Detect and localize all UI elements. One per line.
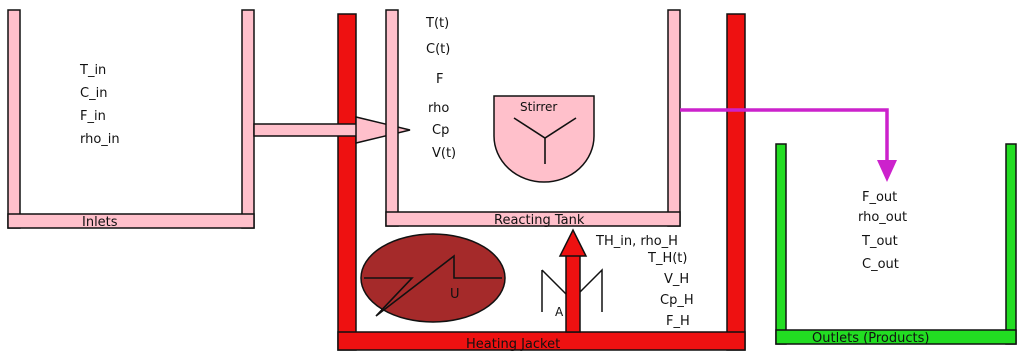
- outlet-tank-right-wall: [1005, 143, 1017, 345]
- inlet-tank-label: Inlets: [82, 215, 118, 230]
- reactor-bottom: [385, 211, 681, 227]
- heater-label: U: [450, 287, 460, 302]
- reacting-tank: Reacting Tank T(t) C(t) F rho Cp V(t): [385, 9, 681, 228]
- jacket-label: Heating Jacket: [466, 337, 560, 352]
- heat-flow-arrow-shaft: [565, 251, 581, 333]
- inlet-flow-arrow-icon: [355, 116, 411, 144]
- reactor-var: F: [436, 72, 443, 87]
- inlet-tank-bottom: [7, 213, 255, 229]
- jacket-vars: TH_in, rho_H T_H(t) V_H Cp_H F_H: [595, 234, 694, 329]
- inlet-tank-right-wall: [241, 9, 255, 229]
- inlet-var: C_in: [80, 86, 107, 101]
- stirrer: Stirrer: [493, 95, 595, 183]
- reactor-var: V(t): [432, 146, 456, 161]
- outlet-flow-arrow-icon: [877, 160, 897, 182]
- reactor-var: Cp: [432, 123, 449, 138]
- reactor-var: C(t): [426, 42, 450, 57]
- reactor-var: T(t): [425, 16, 449, 31]
- outlet-tank-label: Outlets (Products): [812, 331, 929, 346]
- heater: U: [360, 233, 506, 323]
- jacket-var: TH_in, rho_H: [595, 234, 678, 249]
- inlet-var: rho_in: [80, 132, 120, 147]
- heat-transfer-area-icon: [541, 268, 603, 312]
- stirrer-label: Stirrer: [520, 100, 557, 114]
- outlet-tank: Outlets (Products) F_out rho_out T_out C…: [775, 143, 1017, 346]
- jacket-var: F_H: [666, 314, 690, 329]
- outlet-var: F_out: [862, 190, 897, 205]
- jacket-right-wall: [726, 13, 746, 351]
- heating-jacket: Heating Jacket: [337, 13, 746, 352]
- outlet-tank-bottom: [775, 329, 1017, 345]
- reactor-var: rho: [428, 101, 449, 116]
- heat-transfer-area: A: [541, 228, 603, 333]
- outlet-pipe: [680, 108, 897, 182]
- outlet-pipe-line: [680, 108, 889, 166]
- inlet-var: F_in: [80, 109, 106, 124]
- outlet-tank-left-wall: [775, 143, 787, 345]
- inlet-tank-left-wall: [7, 9, 21, 229]
- jacket-var: Cp_H: [660, 293, 694, 308]
- stirrer-vessel: [493, 95, 595, 183]
- outlet-var: rho_out: [858, 210, 907, 225]
- inlet-var: T_in: [79, 63, 106, 78]
- stirrer-blade-icon: [513, 117, 577, 164]
- inlet-tank: Inlets T_in C_in F_in rho_in: [7, 9, 255, 230]
- heat-flow-arrow-icon: [558, 228, 588, 257]
- jacket-var: T_H(t): [647, 251, 687, 266]
- inlet-pipe: [253, 116, 411, 144]
- area-label: A: [555, 305, 564, 319]
- jacket-left-wall: [337, 13, 357, 351]
- inlet-pipe-body: [253, 123, 359, 137]
- outlet-var: T_out: [861, 234, 898, 249]
- jacket-var: V_H: [664, 272, 689, 287]
- reactor-label: Reacting Tank: [494, 213, 585, 228]
- jacket-bottom: [337, 331, 746, 351]
- reactor-left-wall: [385, 9, 399, 227]
- outlet-var: C_out: [862, 257, 899, 272]
- heater-zigzag-icon: [364, 254, 502, 317]
- reactor-right-wall: [667, 9, 681, 227]
